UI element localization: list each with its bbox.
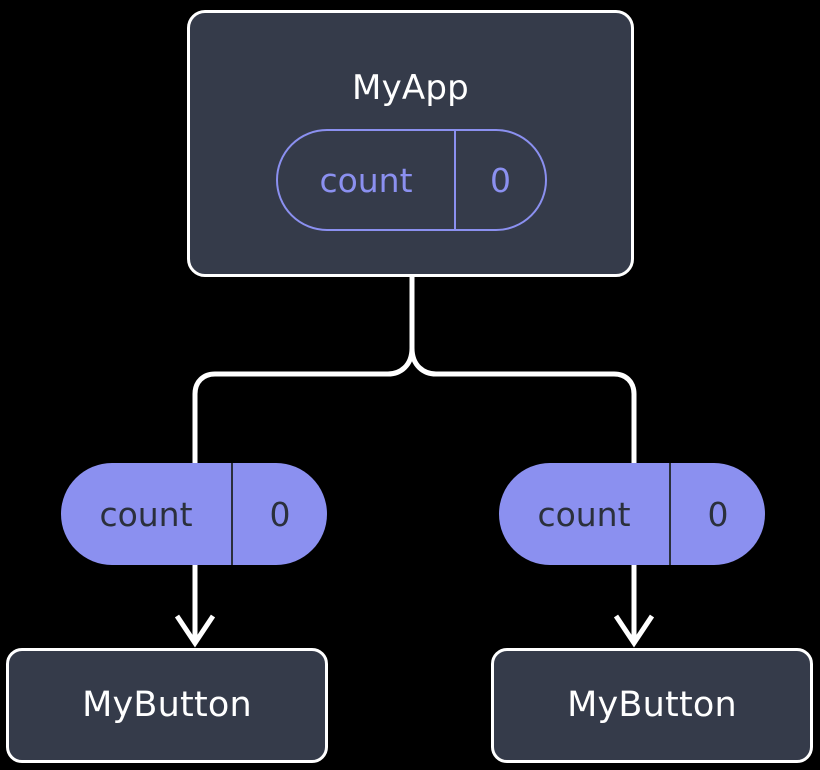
state-pill-root-key: count — [278, 131, 456, 229]
state-pill-child-left-value: 0 — [269, 494, 291, 534]
state-pill-root[interactable]: count 0 — [276, 129, 547, 231]
connector-branch-left — [192, 347, 415, 464]
state-pill-child-left[interactable]: count 0 — [61, 463, 327, 565]
state-pill-child-left-key: count — [61, 463, 233, 565]
state-pill-child-right[interactable]: count 0 — [499, 463, 765, 565]
state-pill-root-value: 0 — [490, 160, 511, 200]
arrow-head-right — [613, 614, 655, 648]
state-pill-child-right-value: 0 — [707, 494, 729, 534]
connector-branch-right — [409, 347, 637, 464]
state-pill-child-right-key: count — [499, 463, 671, 565]
component-title-myapp: MyApp — [352, 68, 469, 108]
arrow-head-left — [174, 614, 216, 648]
component-box-mybutton-right[interactable]: MyButton — [491, 648, 813, 763]
component-title-mybutton-left: MyButton — [82, 685, 252, 725]
component-title-mybutton-right: MyButton — [567, 685, 737, 725]
component-box-mybutton-left[interactable]: MyButton — [6, 648, 328, 763]
